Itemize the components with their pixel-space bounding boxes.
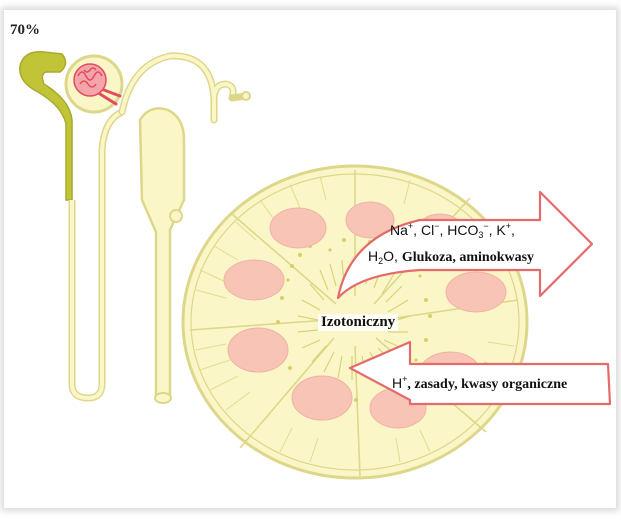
percent-label: 70% — [10, 22, 40, 39]
collecting-duct — [140, 108, 184, 396]
nutrients-text: Glukoza, aminokwasy — [402, 250, 534, 265]
separator: , — [511, 222, 515, 238]
reabsorption-ions-line1: Na+, Cl−, HCO3−, K+, — [390, 220, 515, 240]
ion-base: Cl — [421, 222, 434, 238]
ion-base: H — [392, 375, 402, 391]
ion-base: Na — [390, 222, 408, 238]
reabsorption-line2: H2O, Glukoza, aminokwasy — [368, 246, 534, 268]
center-label: Izotoniczny — [318, 314, 398, 331]
proximal-convoluted-tubule — [20, 52, 72, 200]
secretion-text: H+, zasady, kwasy organiczne — [392, 373, 567, 395]
ion-base: HCO — [447, 222, 478, 238]
ion-base: K — [496, 222, 505, 238]
loop-of-henle — [72, 112, 122, 398]
secreted-substances: , zasady, kwasy organiczne — [407, 377, 567, 392]
separator: , — [413, 222, 421, 238]
ion-subscript: 3 — [478, 230, 483, 240]
water-base: H — [368, 248, 378, 264]
water-after: O, — [383, 248, 398, 264]
